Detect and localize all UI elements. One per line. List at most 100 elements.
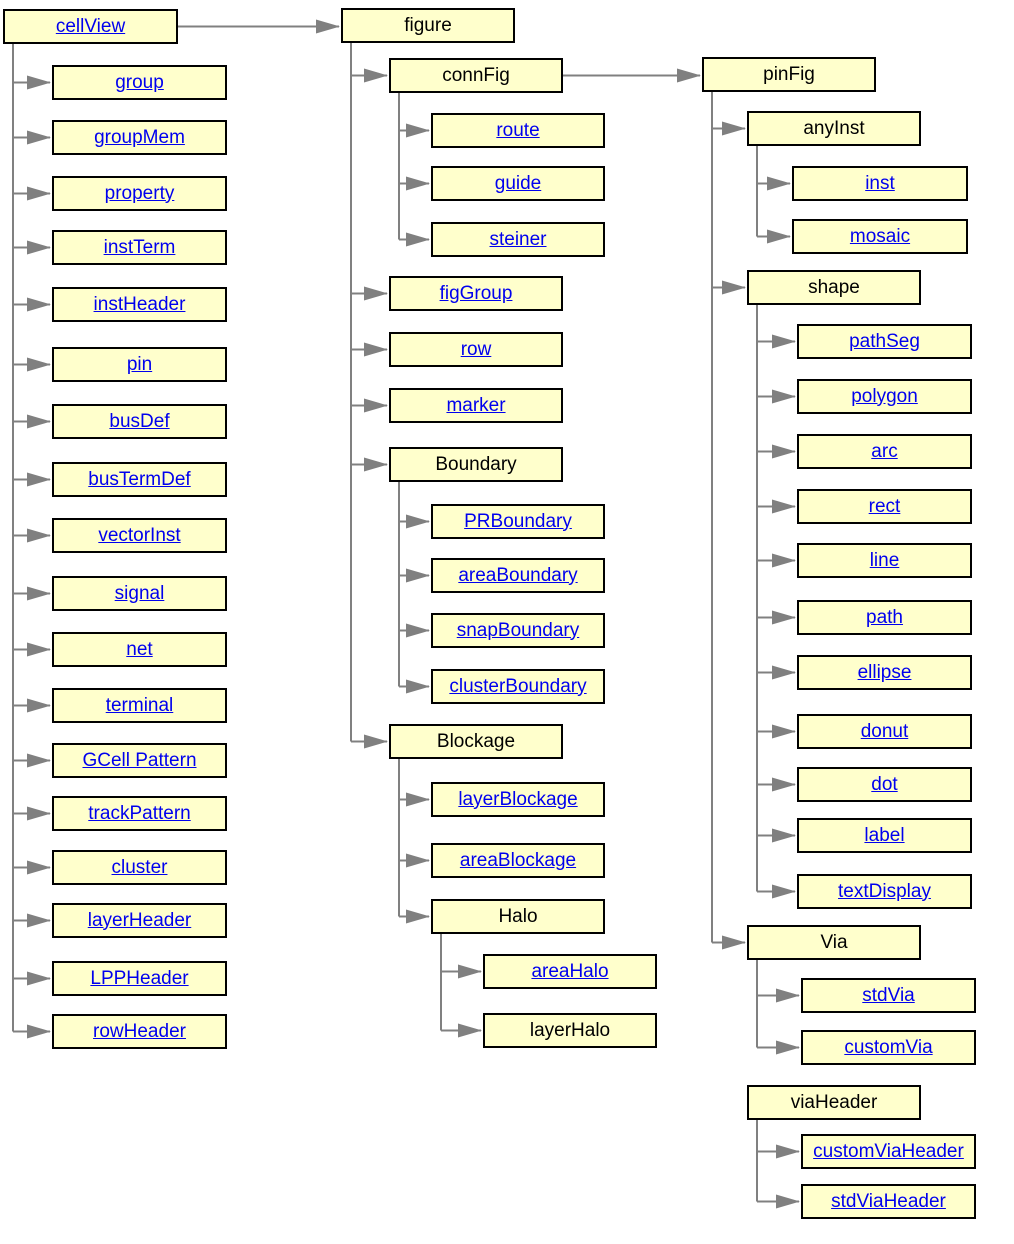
node-label[interactable]: terminal xyxy=(105,694,174,716)
node-trackPattern[interactable]: trackPattern xyxy=(52,796,227,831)
node-steiner[interactable]: steiner xyxy=(431,222,605,257)
node-label[interactable]: net xyxy=(126,638,153,660)
node-label[interactable]: customViaHeader xyxy=(813,1140,964,1162)
node-label[interactable]: LPPHeader xyxy=(90,967,189,989)
node-stdVia[interactable]: stdVia xyxy=(801,978,976,1013)
node-label[interactable]: marker xyxy=(446,394,506,416)
node-label[interactable]: label xyxy=(864,824,905,846)
node-label[interactable]: route xyxy=(496,119,540,141)
node-label[interactable]: rowHeader xyxy=(93,1020,186,1042)
node-customViaHeader[interactable]: customViaHeader xyxy=(801,1134,976,1169)
node-donut[interactable]: donut xyxy=(797,714,972,749)
node-guide[interactable]: guide xyxy=(431,166,605,201)
node-inst[interactable]: inst xyxy=(792,166,968,201)
node-layerHeader[interactable]: layerHeader xyxy=(52,903,227,938)
node-signal[interactable]: signal xyxy=(52,576,227,611)
node-busDef[interactable]: busDef xyxy=(52,404,227,439)
node-label[interactable]: polygon xyxy=(851,385,918,407)
node-label[interactable]: pathSeg xyxy=(849,330,920,352)
node-busTermDef[interactable]: busTermDef xyxy=(52,462,227,497)
node-label[interactable]: instHeader xyxy=(93,293,186,315)
node-label[interactable]: arc xyxy=(871,440,898,462)
node-label[interactable]: areaBlockage xyxy=(459,849,577,871)
node-label[interactable]: cluster xyxy=(111,856,168,878)
node-label[interactable]: trackPattern xyxy=(88,802,191,824)
node-label[interactable]: row xyxy=(460,338,492,360)
node-label[interactable]: busTermDef xyxy=(88,468,191,490)
node-label[interactable]: donut xyxy=(860,720,909,742)
node-label[interactable]: textDisplay xyxy=(838,880,931,902)
node-label[interactable]: groupMem xyxy=(94,126,185,148)
node-label[interactable]: mosaic xyxy=(849,225,911,247)
node-label[interactable]: pin xyxy=(126,353,153,375)
node-PRBoundary[interactable]: PRBoundary xyxy=(431,504,605,539)
node-label[interactable]: steiner xyxy=(489,228,547,250)
node-label[interactable]: stdVia xyxy=(862,984,915,1006)
node-customVia[interactable]: customVia xyxy=(801,1030,976,1065)
node-label[interactable]: snapBoundary xyxy=(456,619,580,641)
node-instHeader[interactable]: instHeader xyxy=(52,287,227,322)
node-label[interactable]: cellView xyxy=(55,15,126,37)
node-label[interactable]: path xyxy=(866,606,903,628)
node-Blockage: Blockage xyxy=(389,724,563,759)
arrow-head xyxy=(27,130,51,145)
node-row[interactable]: row xyxy=(389,332,563,367)
node-gcellPattern[interactable]: GCell Pattern xyxy=(52,743,227,778)
node-label[interactable]: PRBoundary xyxy=(464,510,572,532)
node-label[interactable]: stdViaHeader xyxy=(831,1190,946,1212)
node-label[interactable]: layerHeader xyxy=(87,909,192,931)
node-property[interactable]: property xyxy=(52,176,227,211)
node-figGroup[interactable]: figGroup xyxy=(389,276,563,311)
node-route[interactable]: route xyxy=(431,113,605,148)
node-stdViaHeader[interactable]: stdViaHeader xyxy=(801,1184,976,1219)
node-pin[interactable]: pin xyxy=(52,347,227,382)
node-label[interactable]: signal xyxy=(114,582,165,604)
node-snapBoundary[interactable]: snapBoundary xyxy=(431,613,605,648)
node-label[interactable]: clusterBoundary xyxy=(449,675,587,697)
node-label[interactable]: property xyxy=(104,182,175,204)
node-groupMem[interactable]: groupMem xyxy=(52,120,227,155)
node-rect[interactable]: rect xyxy=(797,489,972,524)
node-areaBoundary[interactable]: areaBoundary xyxy=(431,558,605,593)
node-clusterBoundary[interactable]: clusterBoundary xyxy=(431,669,605,704)
node-label[interactable]: group xyxy=(115,71,164,93)
node-label[interactable]: vectorInst xyxy=(98,524,181,546)
node-label[interactable]: customVia xyxy=(844,1036,933,1058)
node-label[interactable]: ellipse xyxy=(857,661,912,683)
node-marker[interactable]: marker xyxy=(389,388,563,423)
node-terminal[interactable]: terminal xyxy=(52,688,227,723)
node-group[interactable]: group xyxy=(52,65,227,100)
node-label[interactable]: rect xyxy=(868,495,901,517)
node-label[interactable]: guide xyxy=(494,172,542,194)
node-net[interactable]: net xyxy=(52,632,227,667)
node-cellView[interactable]: cellView xyxy=(3,9,178,44)
node-lppHeader[interactable]: LPPHeader xyxy=(52,961,227,996)
node-instTerm[interactable]: instTerm xyxy=(52,230,227,265)
node-dot[interactable]: dot xyxy=(797,767,972,802)
node-textDisplay[interactable]: textDisplay xyxy=(797,874,972,909)
node-rowHeader[interactable]: rowHeader xyxy=(52,1014,227,1049)
node-ellipse[interactable]: ellipse xyxy=(797,655,972,690)
node-label[interactable]: areaHalo xyxy=(531,960,609,982)
node-label[interactable]: figGroup xyxy=(439,282,513,304)
node-label[interactable]: instTerm xyxy=(103,236,176,258)
node-layerBlockage[interactable]: layerBlockage xyxy=(431,782,605,817)
node-areaBlockage[interactable]: areaBlockage xyxy=(431,843,605,878)
node-vectorInst[interactable]: vectorInst xyxy=(52,518,227,553)
node-label[interactable]: layerBlockage xyxy=(458,788,578,810)
node-label[interactable]: areaBoundary xyxy=(458,564,578,586)
node-label[interactable]: busDef xyxy=(109,410,170,432)
node-pathSeg[interactable]: pathSeg xyxy=(797,324,972,359)
node-line[interactable]: line xyxy=(797,543,972,578)
node-path[interactable]: path xyxy=(797,600,972,635)
node-areaHalo[interactable]: areaHalo xyxy=(483,954,657,989)
node-label[interactable]: line xyxy=(869,549,900,571)
node-label[interactable]: inst xyxy=(865,172,895,194)
node-label-class[interactable]: label xyxy=(797,818,972,853)
node-label[interactable]: GCell Pattern xyxy=(82,749,197,771)
node-arc[interactable]: arc xyxy=(797,434,972,469)
node-label[interactable]: dot xyxy=(871,773,898,795)
node-mosaic[interactable]: mosaic xyxy=(792,219,968,254)
node-polygon[interactable]: polygon xyxy=(797,379,972,414)
node-cluster[interactable]: cluster xyxy=(52,850,227,885)
